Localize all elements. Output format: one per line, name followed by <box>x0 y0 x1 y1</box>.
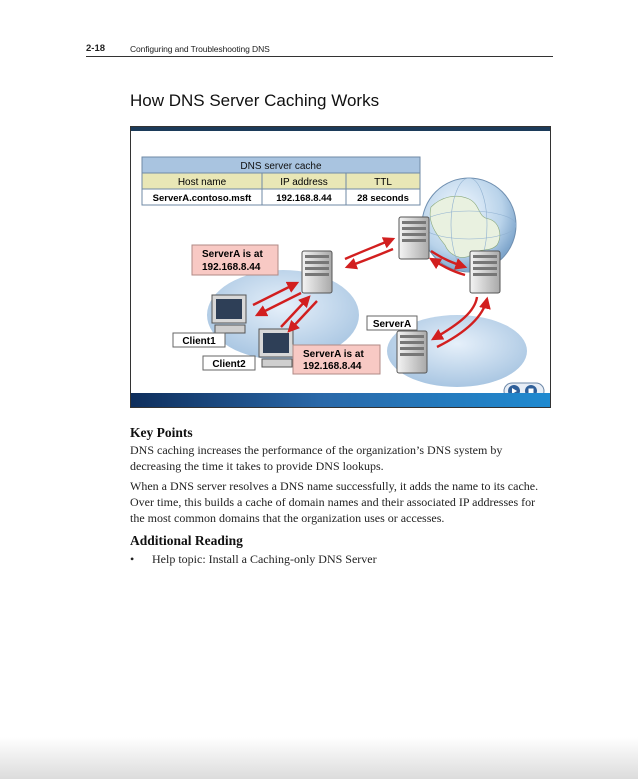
col-header-host-name: Host name <box>178 177 227 188</box>
arrow-server-to-client1 <box>254 291 302 317</box>
arrow-client2-to-server <box>280 295 311 328</box>
col-header-ip-address: IP address <box>280 177 328 188</box>
arrow-internet-2-to-servera <box>430 296 479 341</box>
servera-icon <box>396 330 428 374</box>
servera-label: ServerA <box>366 315 418 331</box>
section-title: How DNS Server Caching Works <box>130 91 380 110</box>
client1-computer-icon <box>211 294 247 334</box>
dns-caching-slide: DNS server cache Host name IP address TT… <box>130 126 551 408</box>
arrow-client1-to-server <box>252 281 300 307</box>
slide-top-bar <box>131 127 550 131</box>
dns-server-internet-2-icon <box>469 250 501 294</box>
callout-bottom-line1: ServerA is at <box>303 349 364 360</box>
callout-top-line2: 192.168.8.44 <box>202 262 261 273</box>
client2-computer-icon <box>258 328 294 368</box>
arrow-internet-1-to-local <box>344 247 394 270</box>
key-points-heading: Key Points <box>130 425 193 440</box>
dns-server-local-icon <box>301 250 333 294</box>
dns-cache-table: DNS server cache Host name IP address TT… <box>141 156 421 206</box>
arrow-local-to-internet-1 <box>344 237 396 261</box>
chapter-title: Configuring and Troubleshooting DNS <box>130 44 270 54</box>
key-points-paragraph-2: When a DNS server resolves a DNS name su… <box>130 479 539 525</box>
page-footer-shade <box>0 737 638 779</box>
arrow-server-to-client2 <box>287 300 318 333</box>
client1-label: Client1 <box>172 332 226 348</box>
dns-caching-diagram: DNS server cache Host name IP address TT… <box>141 156 545 400</box>
internet-globe-icon <box>421 177 517 273</box>
servera-label-text: ServerA <box>373 319 411 330</box>
callout-top: ServerA is at 192.168.8.44 <box>191 244 279 276</box>
col-header-ttl: TTL <box>374 177 392 188</box>
callout-bottom-line2: 192.168.8.44 <box>303 361 362 372</box>
arrow-internet-2-to-1 <box>428 257 466 277</box>
arrow-servera-to-internet-2 <box>436 296 491 349</box>
page-number: 2-18 <box>86 43 106 54</box>
cell-host-name: ServerA.contoso.msft <box>153 193 253 204</box>
cache-table-caption: DNS server cache <box>240 161 322 172</box>
client2-label: Client2 <box>202 355 256 371</box>
callout-top-line1: ServerA is at <box>202 249 263 260</box>
callout-bottom: ServerA is at 192.168.8.44 <box>292 344 381 375</box>
client2-label-text: Client2 <box>212 359 246 370</box>
client1-label-text: Client1 <box>182 336 216 347</box>
query-arrows <box>252 237 491 349</box>
bullet-icon: • <box>130 552 135 566</box>
dns-server-internet-1-icon <box>398 216 430 260</box>
cell-ttl: 28 seconds <box>357 193 409 204</box>
key-points-paragraph-1: DNS caching increases the performance of… <box>130 443 503 473</box>
page-header: 2-18 Configuring and Troubleshooting DNS <box>86 42 553 57</box>
arrow-internet-1-to-2 <box>430 250 468 270</box>
additional-reading-heading: Additional Reading <box>130 533 243 548</box>
reading-item-text: Help topic: Install a Caching-only DNS S… <box>152 552 377 566</box>
cell-ip-address: 192.168.8.44 <box>276 193 332 204</box>
slide-bottom-bar <box>131 393 550 407</box>
reading-list-item: • Help topic: Install a Caching-only DNS … <box>130 551 377 567</box>
